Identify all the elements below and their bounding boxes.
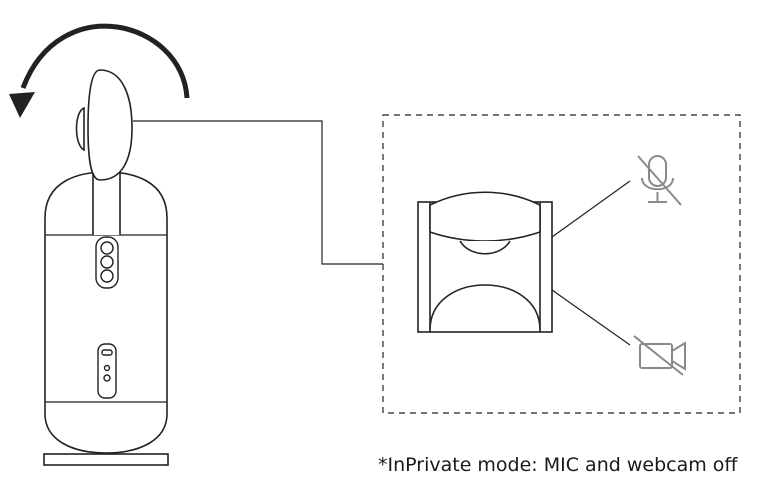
detail-box bbox=[382, 114, 741, 414]
mic-off-icon bbox=[637, 155, 682, 206]
rotate-arrowhead bbox=[9, 92, 35, 118]
caption-text: *InPrivate mode: MIC and webcam off bbox=[378, 454, 738, 476]
device-ports bbox=[97, 343, 117, 399]
connector-line bbox=[133, 120, 383, 265]
camera-arm bbox=[75, 69, 133, 235]
device-body bbox=[44, 171, 168, 454]
icon-pointers bbox=[551, 180, 631, 346]
camera-off-icon bbox=[633, 335, 686, 376]
device-base bbox=[43, 453, 169, 466]
camera-closeup bbox=[417, 191, 553, 333]
rotate-arrow-icon bbox=[20, 23, 190, 99]
control-buttons bbox=[95, 236, 119, 289]
